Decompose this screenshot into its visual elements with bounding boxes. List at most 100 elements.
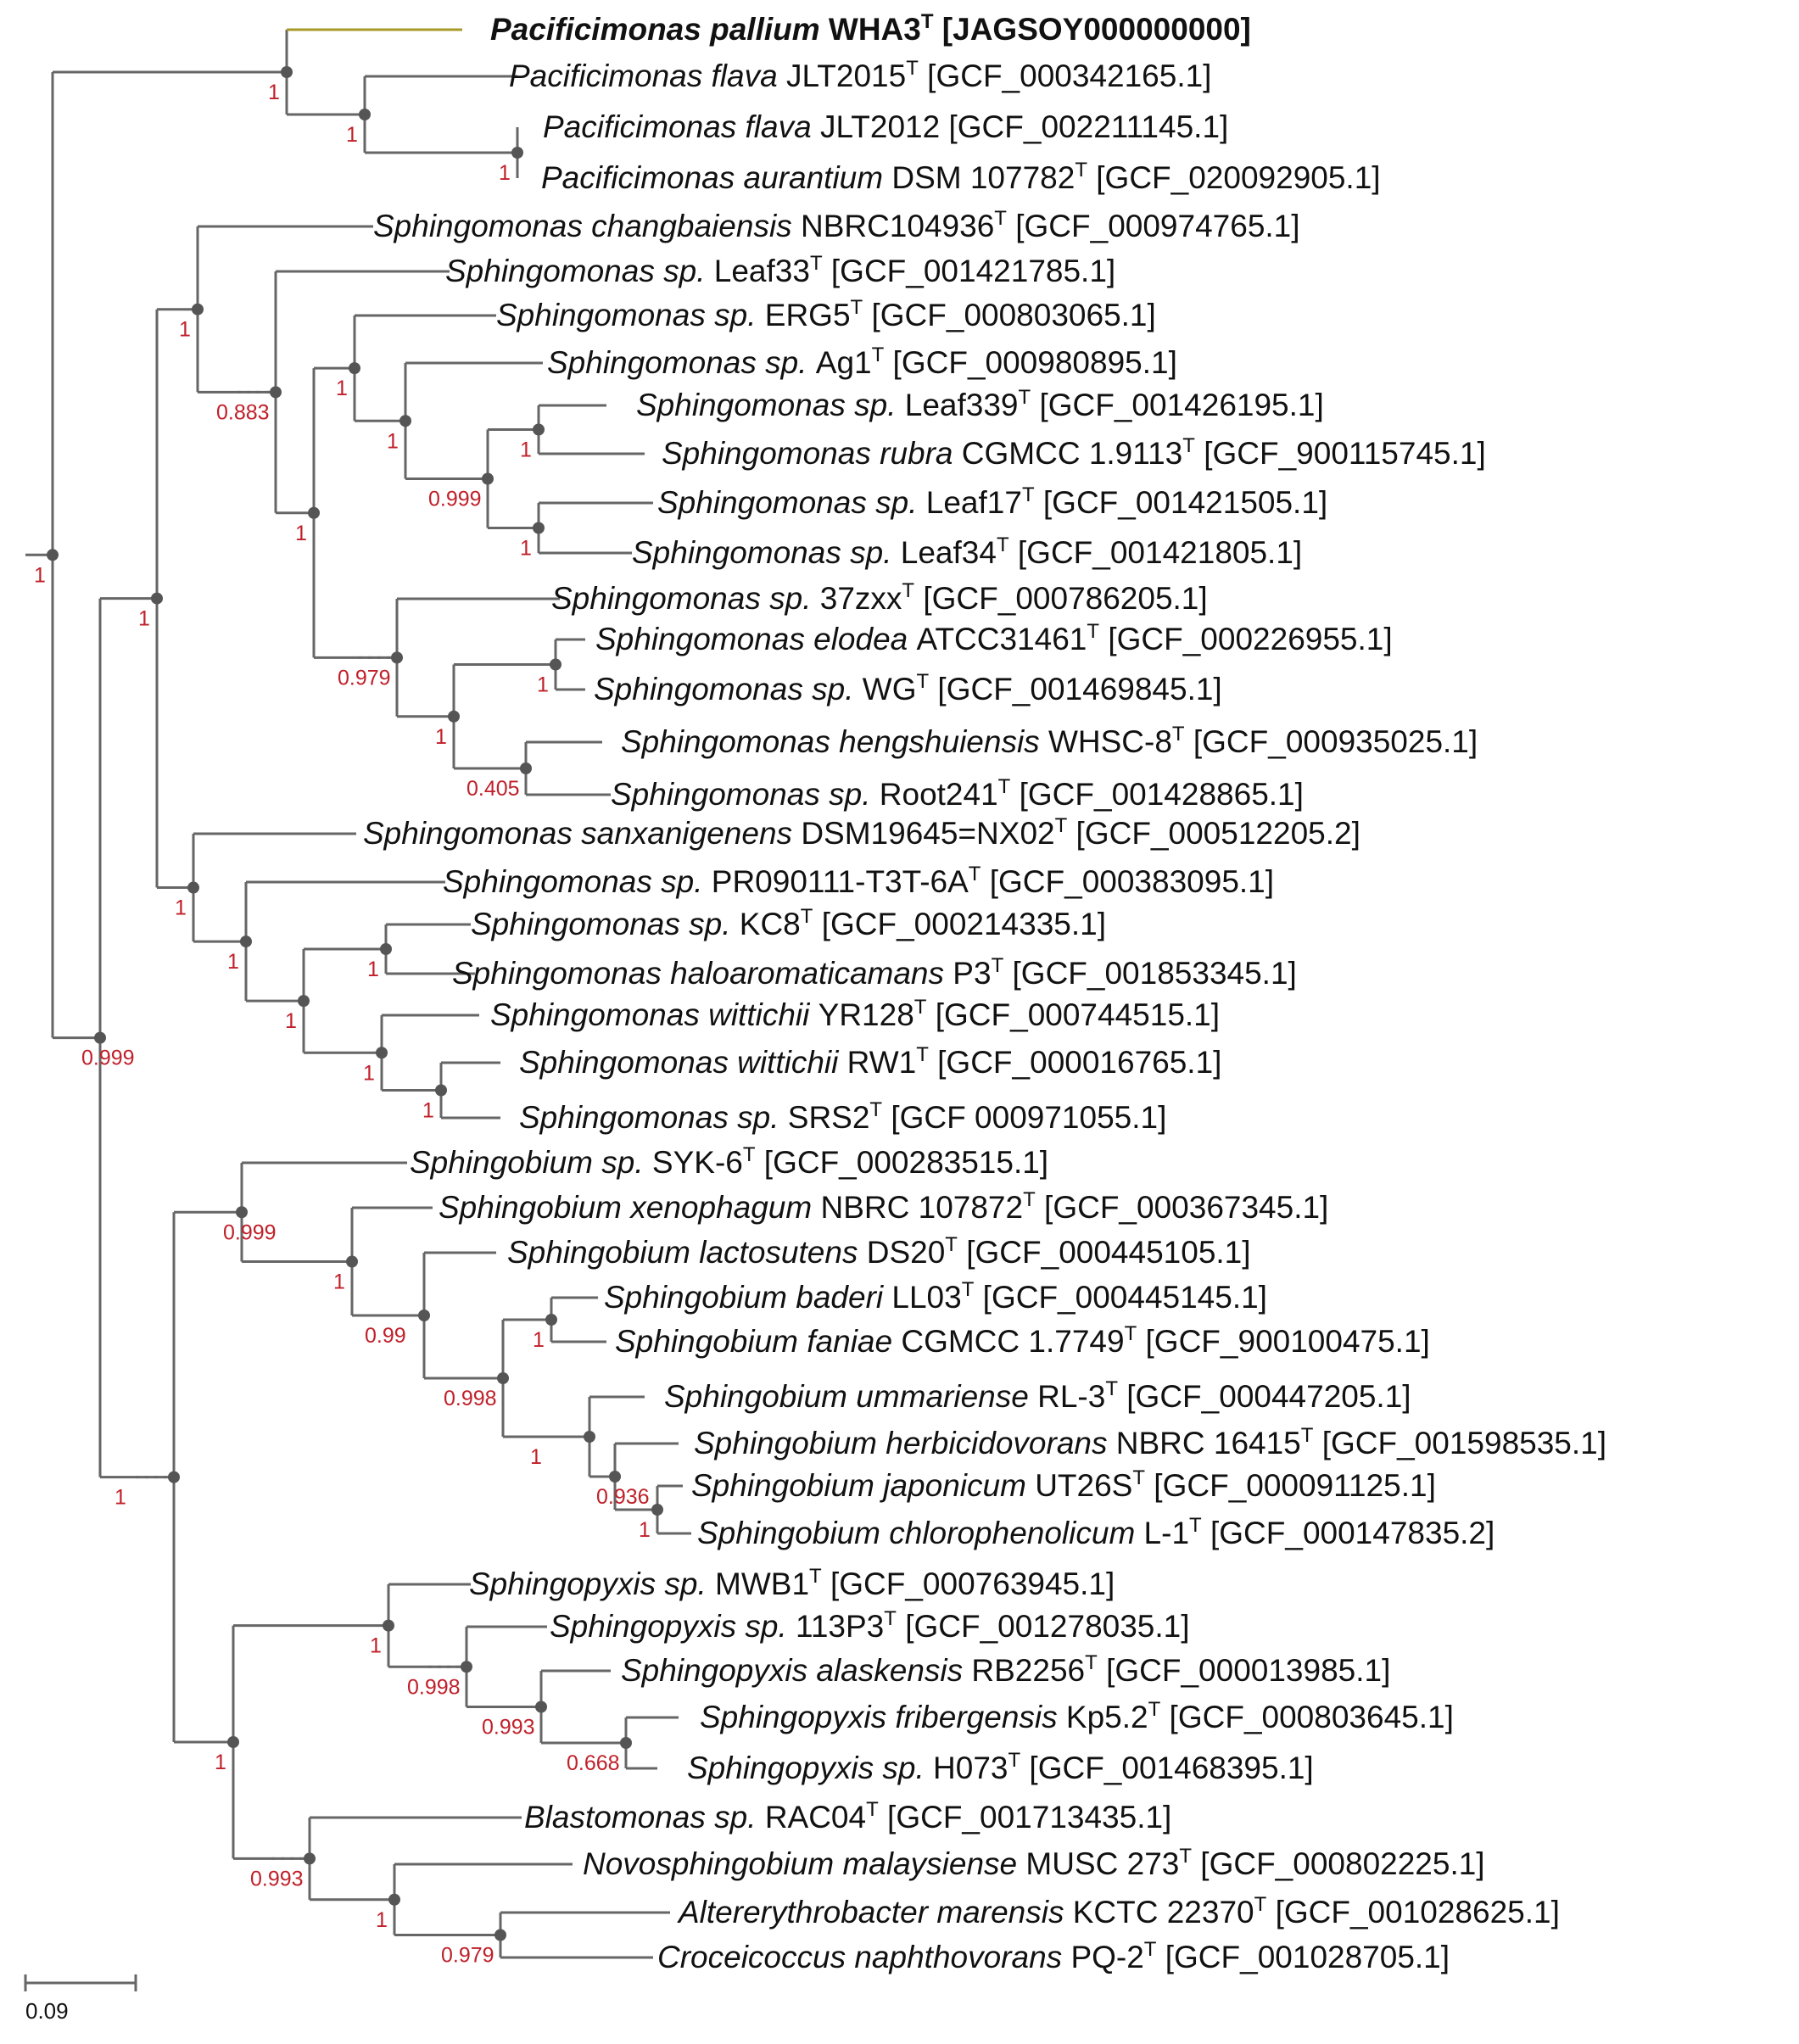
- node-marker: [651, 1504, 663, 1516]
- bootstrap-value: 0.999: [428, 488, 482, 511]
- strain-name: SYK-6: [652, 1145, 743, 1180]
- accession: [GCF_001713435.1]: [879, 1800, 1172, 1835]
- bootstrap-value: 1: [435, 725, 447, 749]
- bootstrap-value: 1: [336, 377, 348, 400]
- node-marker: [584, 1431, 595, 1443]
- strain-name: NBRC 107872: [821, 1190, 1024, 1225]
- type-strain-marker: T: [869, 1098, 882, 1121]
- type-strain-marker: T: [1182, 434, 1195, 457]
- type-strain-marker: T: [1023, 1188, 1036, 1211]
- taxon-labels: Pacificimonas pallium WHA3T [JAGSOY00000…: [363, 10, 1606, 1974]
- node-marker: [620, 1737, 632, 1749]
- species-name: Sphingomonas sp.: [657, 485, 926, 520]
- strain-name: JLT2012: [820, 109, 940, 144]
- node-marker: [418, 1310, 430, 1321]
- taxon-label: Sphingobium sp. SYK-6T [GCF_000283515.1]: [410, 1143, 1048, 1180]
- accession: [GCF_001428865.1]: [1010, 777, 1304, 812]
- node-marker: [151, 592, 163, 605]
- node-marker: [187, 881, 199, 894]
- strain-name: WG: [863, 672, 917, 706]
- taxon-label: Sphingomonas sp. SRS2T [GCF 000971055.1]: [519, 1098, 1166, 1135]
- species-name: Sphingopyxis alaskensis: [621, 1653, 971, 1688]
- species-name: Sphingobium ummariense: [664, 1379, 1037, 1414]
- taxon-label: Sphingomonas sp. Root241T [GCF_001428865…: [611, 775, 1304, 812]
- strain-name: DSM 107782: [891, 160, 1075, 195]
- type-strain-marker: T: [1172, 723, 1185, 746]
- species-name: Sphingobium chlorophenolicum: [697, 1516, 1144, 1550]
- strain-name: DSM19645=NX02: [801, 816, 1054, 851]
- accession: [JAGSOY000000000]: [934, 12, 1251, 47]
- taxon-label: Sphingomonas wittichii YR128T [GCF_00074…: [490, 996, 1220, 1032]
- accession: [GCF_001469845.1]: [929, 672, 1222, 706]
- accession: [GCF_900115745.1]: [1195, 436, 1486, 471]
- taxon-label: Sphingopyxis sp. 113P3T [GCF_001278035.1…: [550, 1607, 1190, 1644]
- species-name: Sphingomonas elodea: [595, 622, 917, 656]
- bootstrap-value: 1: [520, 537, 532, 561]
- taxon-label: Sphingomonas sp. Leaf17T [GCF_001421505.…: [657, 483, 1327, 520]
- type-strain-marker: T: [914, 996, 927, 1019]
- taxon-label: Sphingomonas sp. ERG5T [GCF_000803065.1]: [496, 296, 1156, 332]
- taxon-label: Pacificimonas flava JLT2015T [GCF_000342…: [509, 57, 1211, 93]
- bootstrap-value: 1: [499, 161, 511, 185]
- node-marker: [550, 658, 561, 671]
- strain-name: Leaf17: [926, 485, 1022, 520]
- type-strain-marker: T: [1148, 1698, 1161, 1721]
- accession: [GCF_000147835.2]: [1202, 1516, 1495, 1550]
- node-marker: [533, 423, 545, 436]
- species-name: Sphingomonas sp.: [636, 388, 905, 422]
- strain-name: Root241: [880, 777, 998, 812]
- node-marker: [388, 1893, 400, 1906]
- bootstrap-value: 1: [370, 1634, 382, 1658]
- bootstrap-value: 1: [533, 1328, 545, 1352]
- accession: [GCF_000445145.1]: [974, 1280, 1267, 1315]
- bootstrap-value: 1: [376, 1908, 388, 1932]
- strain-name: CGMCC 1.9113: [962, 436, 1182, 471]
- strain-name: RW1: [847, 1045, 917, 1080]
- species-name: Sphingomonas wittichii: [519, 1045, 847, 1080]
- type-strain-marker: T: [969, 863, 981, 885]
- strain-name: ATCC31461: [917, 622, 1087, 656]
- type-strain-marker: T: [884, 1607, 897, 1630]
- type-strain-marker: T: [998, 775, 1011, 798]
- taxon-label: Sphingomonas sp. WGT [GCF_001469845.1]: [594, 670, 1222, 706]
- node-marker: [482, 472, 494, 485]
- node-marker: [545, 1314, 557, 1326]
- taxon-label: Croceicoccus naphthovorans PQ-2T [GCF_00…: [657, 1938, 1450, 1974]
- accession: [GCF_000342165.1]: [919, 59, 1212, 93]
- species-name: Sphingomonas sanxanigenens: [363, 816, 801, 851]
- taxon-label: Sphingomonas haloaromaticamans P3T [GCF_…: [452, 954, 1297, 991]
- node-marker: [448, 710, 460, 723]
- taxon-label: Sphingomonas sp. Ag1T [GCF_000980895.1]: [547, 343, 1177, 380]
- node-marker: [376, 1047, 388, 1059]
- accession: [GCF_000802225.1]: [1192, 1846, 1485, 1881]
- taxon-label: Sphingomonas rubra CGMCC 1.9113T [GCF_90…: [662, 434, 1486, 471]
- accession: [GCF_000383095.1]: [981, 864, 1274, 899]
- strain-name: UT26S: [1035, 1468, 1132, 1503]
- bootstrap-value: 1: [295, 522, 307, 545]
- node-marker: [383, 1619, 394, 1632]
- type-strain-marker: T: [1008, 1749, 1020, 1772]
- type-strain-marker: T: [902, 579, 914, 602]
- scale-bar-label: 0.09: [25, 1998, 69, 2024]
- accession: [GCF_001421505.1]: [1035, 485, 1328, 520]
- taxon-label: Sphingomonas elodea ATCC31461T [GCF_0002…: [595, 620, 1393, 656]
- type-strain-marker: T: [916, 1043, 929, 1066]
- type-strain-marker: T: [1144, 1938, 1157, 1961]
- node-marker: [349, 362, 360, 375]
- bootstrap-labels: 111110.9991110.40510.97910.8831111111111…: [34, 81, 651, 1968]
- strain-name: MUSC 273: [1025, 1846, 1179, 1881]
- species-name: Sphingobium herbicidovorans: [694, 1426, 1116, 1460]
- bootstrap-value: 1: [346, 123, 358, 147]
- accession: [GCF_000935025.1]: [1185, 724, 1478, 759]
- node-marker: [236, 1206, 248, 1219]
- taxon-label: Sphingopyxis sp. MWB1T [GCF_000763945.1]: [469, 1565, 1115, 1601]
- type-strain-marker: T: [1254, 1893, 1267, 1916]
- type-strain-marker: T: [1132, 1466, 1145, 1489]
- type-strain-marker: T: [1189, 1514, 1202, 1537]
- accession: [GCF_000980895.1]: [884, 345, 1177, 380]
- taxon-label: Sphingopyxis alaskensis RB2256T [GCF_000…: [621, 1651, 1390, 1688]
- taxon-label: Sphingobium lactosutens DS20T [GCF_00044…: [507, 1233, 1251, 1270]
- bootstrap-value: 0.405: [467, 777, 520, 801]
- bootstrap-value: 1: [537, 673, 549, 697]
